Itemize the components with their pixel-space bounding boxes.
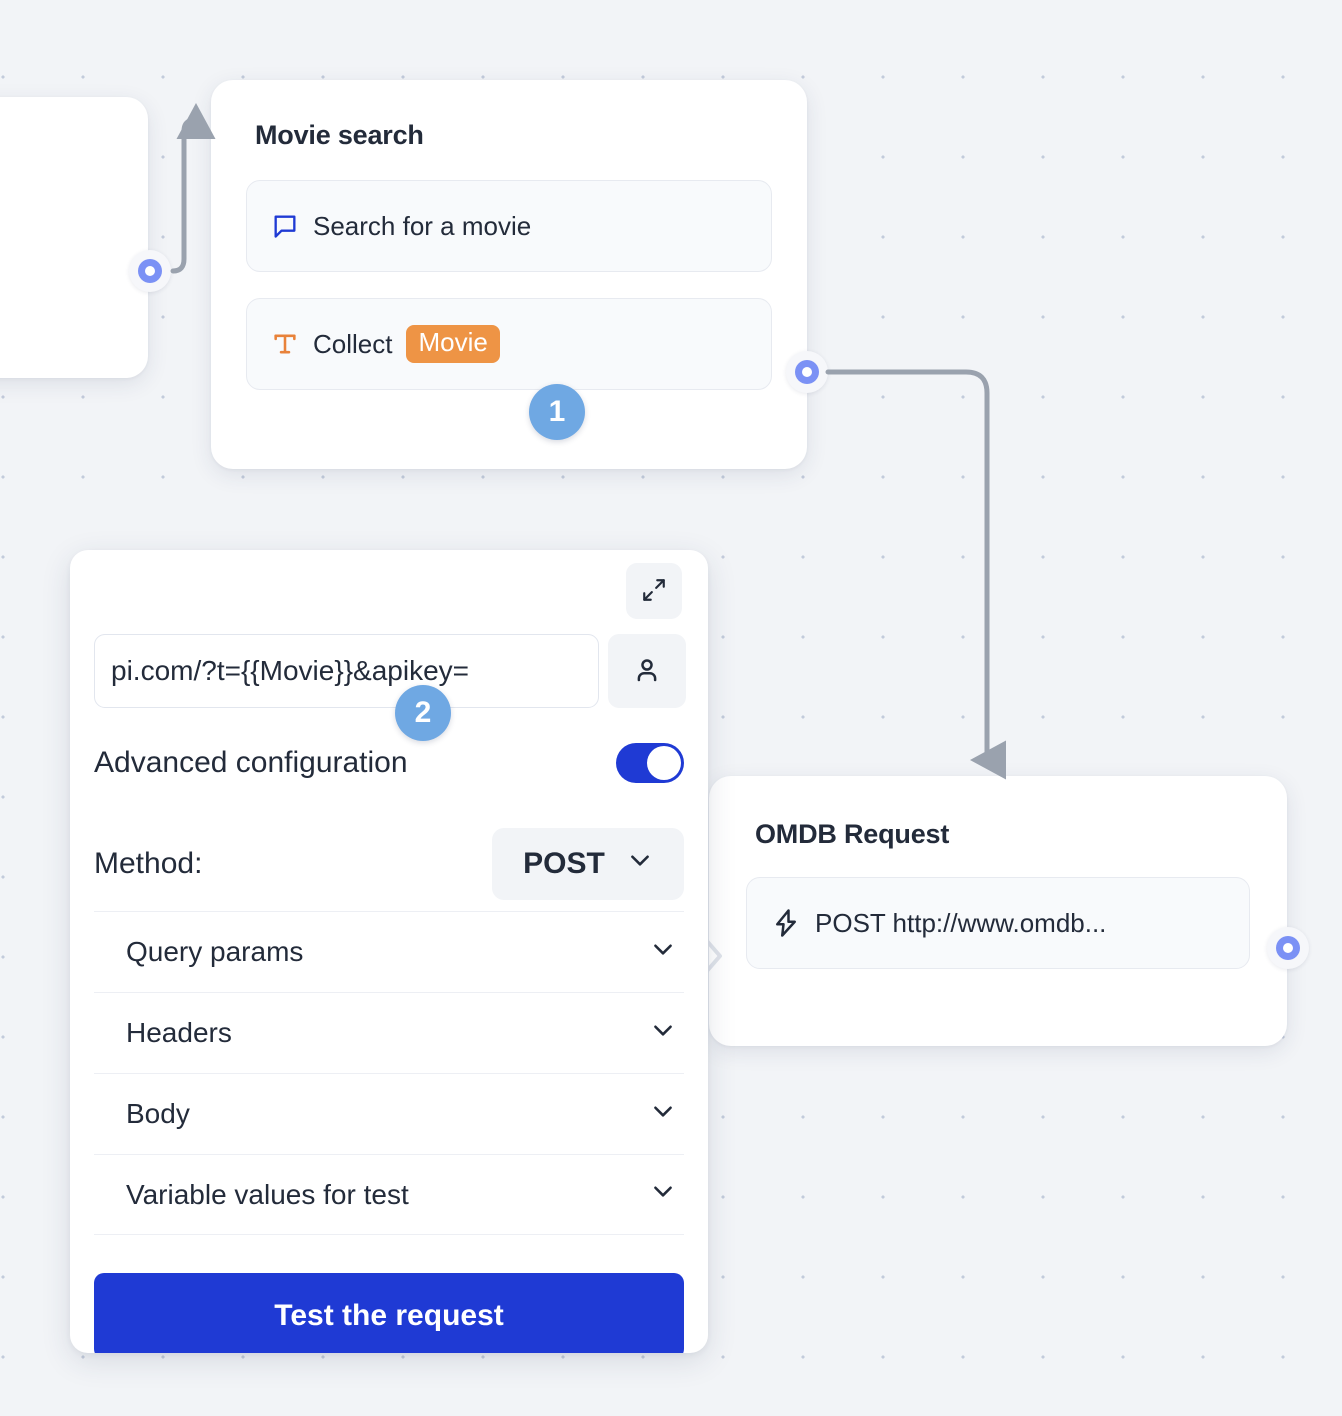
text-t-icon [271,330,299,358]
movie-search-node[interactable]: Movie search Search for a movie Collect … [211,80,807,469]
request-url-input[interactable] [94,634,599,708]
expand-diagonal-icon [641,577,667,606]
movie-search-row-search[interactable]: Search for a movie [246,180,772,272]
speech-bubble-icon [271,212,299,240]
movie-search-output-port[interactable] [786,351,828,393]
chevron-down-icon [650,1178,676,1211]
advanced-configuration-toggle[interactable] [616,743,684,783]
expand-panel-button[interactable] [626,563,682,619]
chevron-down-icon [650,1017,676,1050]
step-badge-2: 2 [395,685,451,741]
omdb-request-output-port[interactable] [1267,927,1309,969]
accordion-item-headers-label: Headers [126,1017,232,1048]
method-row: Method: POST [94,828,684,900]
chevron-down-icon [650,1098,676,1131]
movie-search-row-search-label: Search for a movie [313,210,532,241]
step-badge-1: 1 [529,384,585,440]
omdb-request-node[interactable]: OMDB Request POST http://www.omdb... [709,776,1287,1046]
edge-previous-to-movie-search [170,103,216,274]
accordion-item-query-params[interactable]: Query params [94,911,684,992]
accordion-item-headers[interactable]: Headers [94,992,684,1073]
person-icon [632,655,662,688]
omdb-request-node-title: OMDB Request [755,819,950,849]
url-row [94,634,686,708]
omdb-request-row-post-label: POST http://www.omdb... [815,907,1107,938]
select-variable-button[interactable] [608,634,686,708]
advanced-configuration-row: Advanced configuration [94,743,684,783]
accordion-item-query-params-label: Query params [126,936,304,967]
advanced-configuration-label: Advanced configuration [94,746,408,779]
config-accordion: Query params Headers Body Variable value… [94,911,684,1235]
previous-node-output-port[interactable] [129,250,171,292]
chevron-down-icon [650,936,676,969]
edge-movie-search-to-omdb [825,369,1007,780]
chevron-down-icon [627,847,653,881]
accordion-item-variable-values[interactable]: Variable values for test [94,1154,684,1235]
accordion-item-body[interactable]: Body [94,1073,684,1154]
lightning-bolt-icon [771,908,801,938]
previous-node[interactable] [0,97,148,378]
omdb-request-row-post[interactable]: POST http://www.omdb... [746,877,1250,969]
variable-chip-movie[interactable]: Movie [406,325,500,363]
method-label: Method: [94,847,203,880]
accordion-item-variable-values-label: Variable values for test [126,1178,409,1210]
method-select[interactable]: POST [492,828,684,900]
accordion-item-body-label: Body [126,1098,190,1129]
method-select-value: POST [523,847,605,880]
movie-search-node-title: Movie search [255,120,424,150]
movie-search-row-collect[interactable]: Collect Movie [246,298,772,390]
request-config-panel: 2 Advanced configuration Method: POST Qu… [70,550,708,1353]
test-request-button[interactable]: Test the request [94,1273,684,1353]
movie-search-row-collect-label: Collect [313,328,393,359]
